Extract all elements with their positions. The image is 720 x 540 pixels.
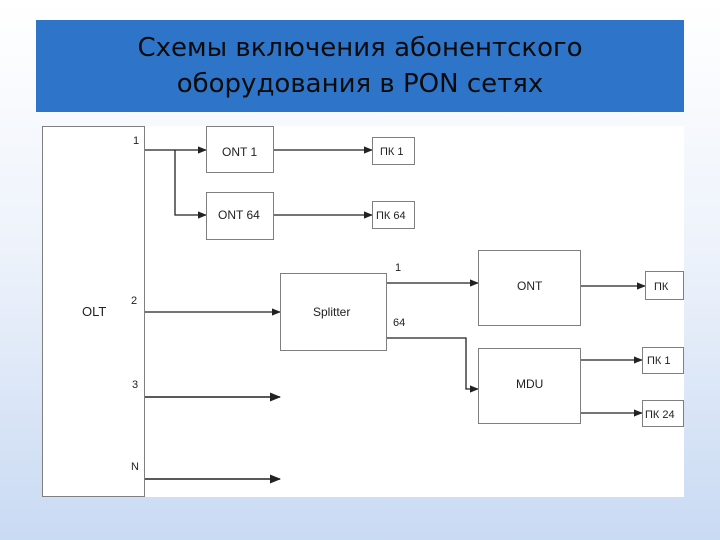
port-label-1: 1 (133, 135, 139, 147)
ont1-label: ONT 1 (222, 145, 257, 159)
ont-box (478, 250, 581, 326)
port-label-n: N (131, 461, 139, 473)
mdu-pk1-box (642, 347, 684, 374)
pk64-label: ПК 64 (376, 210, 406, 222)
splitter-out-64-label: 64 (393, 317, 405, 329)
mdu-box (478, 348, 581, 424)
port-label-3: 3 (132, 379, 138, 391)
pon-diagram: OLT 1 2 3 N ONT 1 ONT 64 ПК 1 ПК 64 Spli… (42, 126, 684, 497)
mdu-pk24-label: ПК 24 (645, 409, 675, 421)
ont64-box (206, 192, 274, 240)
olt-label: OLT (82, 304, 106, 319)
slide-title: Схемы включения абонентского оборудовани… (36, 20, 684, 112)
mdu-label: MDU (516, 377, 543, 391)
olt-box (42, 126, 145, 497)
mdu-pk1-label: ПК 1 (647, 355, 671, 367)
ont-label: ONT (517, 279, 543, 293)
line-splitter-to-mdu (387, 337, 479, 393)
pon-diagram-svg: OLT 1 2 3 N ONT 1 ONT 64 ПК 1 ПК 64 Spli… (42, 126, 684, 497)
pk-label: ПК (654, 281, 669, 293)
mdu-pk24-box (642, 400, 684, 427)
ont64-label: ONT 64 (218, 208, 260, 222)
port-label-2: 2 (131, 295, 137, 307)
splitter-label: Splitter (313, 305, 350, 319)
pk64-box (372, 201, 415, 229)
ont1-box (206, 126, 274, 173)
pk-box (645, 271, 684, 300)
splitter-out-1-label: 1 (395, 262, 401, 274)
slide-title-line-2: оборудования в PON сетях (176, 69, 544, 99)
line-port1-to-ont64 (174, 150, 207, 219)
pk1-box (372, 137, 415, 165)
slide-title-line-1: Схемы включения абонентского (137, 33, 583, 63)
splitter-box (280, 273, 387, 351)
pk1-label: ПК 1 (380, 146, 404, 158)
